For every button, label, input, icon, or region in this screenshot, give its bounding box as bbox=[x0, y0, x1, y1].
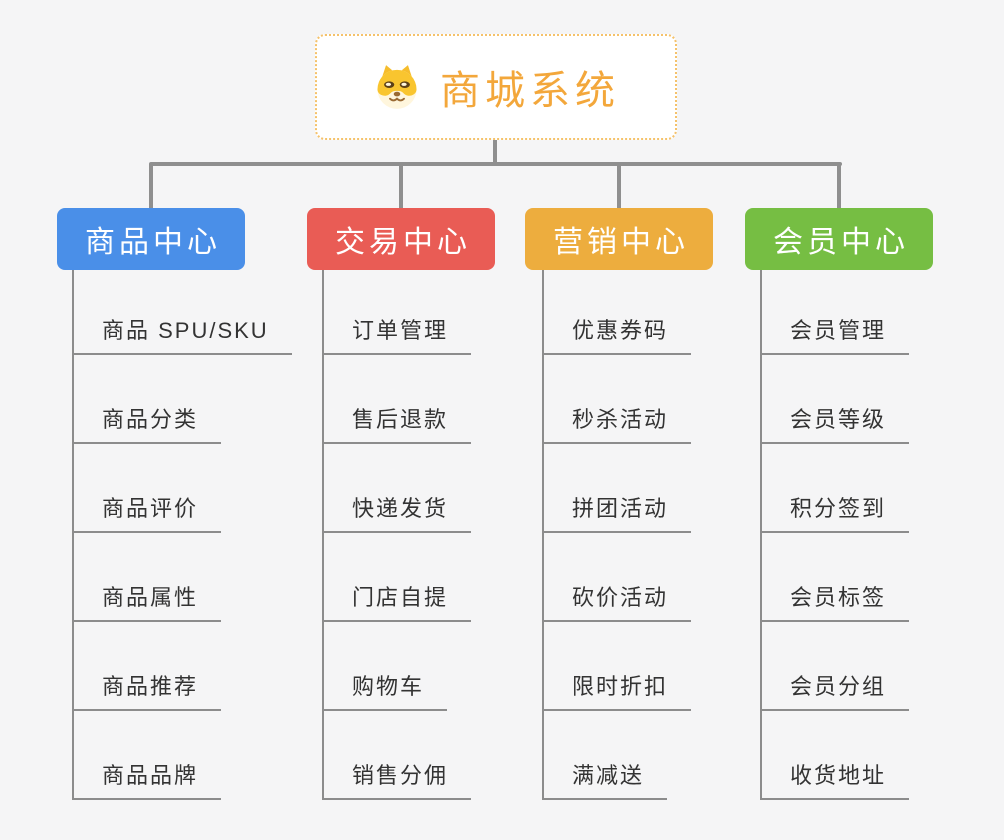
leaf-node[interactable]: 售后退款 bbox=[322, 399, 472, 444]
leaf-node[interactable]: 拼团活动 bbox=[542, 488, 692, 533]
leaf-node[interactable]: 购物车 bbox=[322, 666, 448, 711]
connector-horizontal-bus bbox=[149, 162, 842, 166]
leaf-node[interactable]: 订单管理 bbox=[322, 310, 472, 355]
child-link-line-member bbox=[760, 270, 762, 800]
leaf-node[interactable]: 收货地址 bbox=[760, 755, 910, 800]
leaf-node[interactable]: 砍价活动 bbox=[542, 577, 692, 622]
dog-face-icon bbox=[372, 62, 422, 112]
child-link-line-marketing bbox=[542, 270, 544, 800]
leaf-node[interactable]: 商品评价 bbox=[72, 488, 222, 533]
leaf-node[interactable]: 商品推荐 bbox=[72, 666, 222, 711]
leaf-node[interactable]: 会员等级 bbox=[760, 399, 910, 444]
child-link-line-trade bbox=[322, 270, 324, 800]
leaf-node[interactable]: 商品属性 bbox=[72, 577, 222, 622]
branch-node-member-center[interactable]: 会员中心 bbox=[745, 208, 933, 270]
branch-node-trade-center[interactable]: 交易中心 bbox=[307, 208, 495, 270]
branch-node-product-center[interactable]: 商品中心 bbox=[57, 208, 245, 270]
leaf-node[interactable]: 销售分佣 bbox=[322, 755, 472, 800]
connector-stub-trade bbox=[399, 164, 403, 208]
connector-root-stub bbox=[493, 140, 497, 164]
leaf-node[interactable]: 优惠券码 bbox=[542, 310, 692, 355]
leaf-node[interactable]: 商品品牌 bbox=[72, 755, 222, 800]
connector-stub-member bbox=[837, 164, 841, 208]
branch-node-marketing-center[interactable]: 营销中心 bbox=[525, 208, 713, 270]
leaf-node[interactable]: 积分签到 bbox=[760, 488, 910, 533]
connector-stub-product bbox=[149, 164, 153, 208]
leaf-node[interactable]: 商品 SPU/SKU bbox=[72, 310, 292, 355]
leaf-node[interactable]: 满减送 bbox=[542, 755, 668, 800]
leaf-node[interactable]: 限时折扣 bbox=[542, 666, 692, 711]
leaf-node[interactable]: 门店自提 bbox=[322, 577, 472, 622]
child-link-line-product bbox=[72, 270, 74, 800]
root-node[interactable]: 商城系统 bbox=[315, 34, 677, 140]
leaf-node[interactable]: 会员管理 bbox=[760, 310, 910, 355]
leaf-node[interactable]: 商品分类 bbox=[72, 399, 222, 444]
connector-stub-marketing bbox=[617, 164, 621, 208]
leaf-node[interactable]: 会员标签 bbox=[760, 577, 910, 622]
leaf-node[interactable]: 秒杀活动 bbox=[542, 399, 692, 444]
leaf-node[interactable]: 会员分组 bbox=[760, 666, 910, 711]
leaf-node[interactable]: 快递发货 bbox=[322, 488, 472, 533]
root-title: 商城系统 bbox=[440, 69, 620, 113]
